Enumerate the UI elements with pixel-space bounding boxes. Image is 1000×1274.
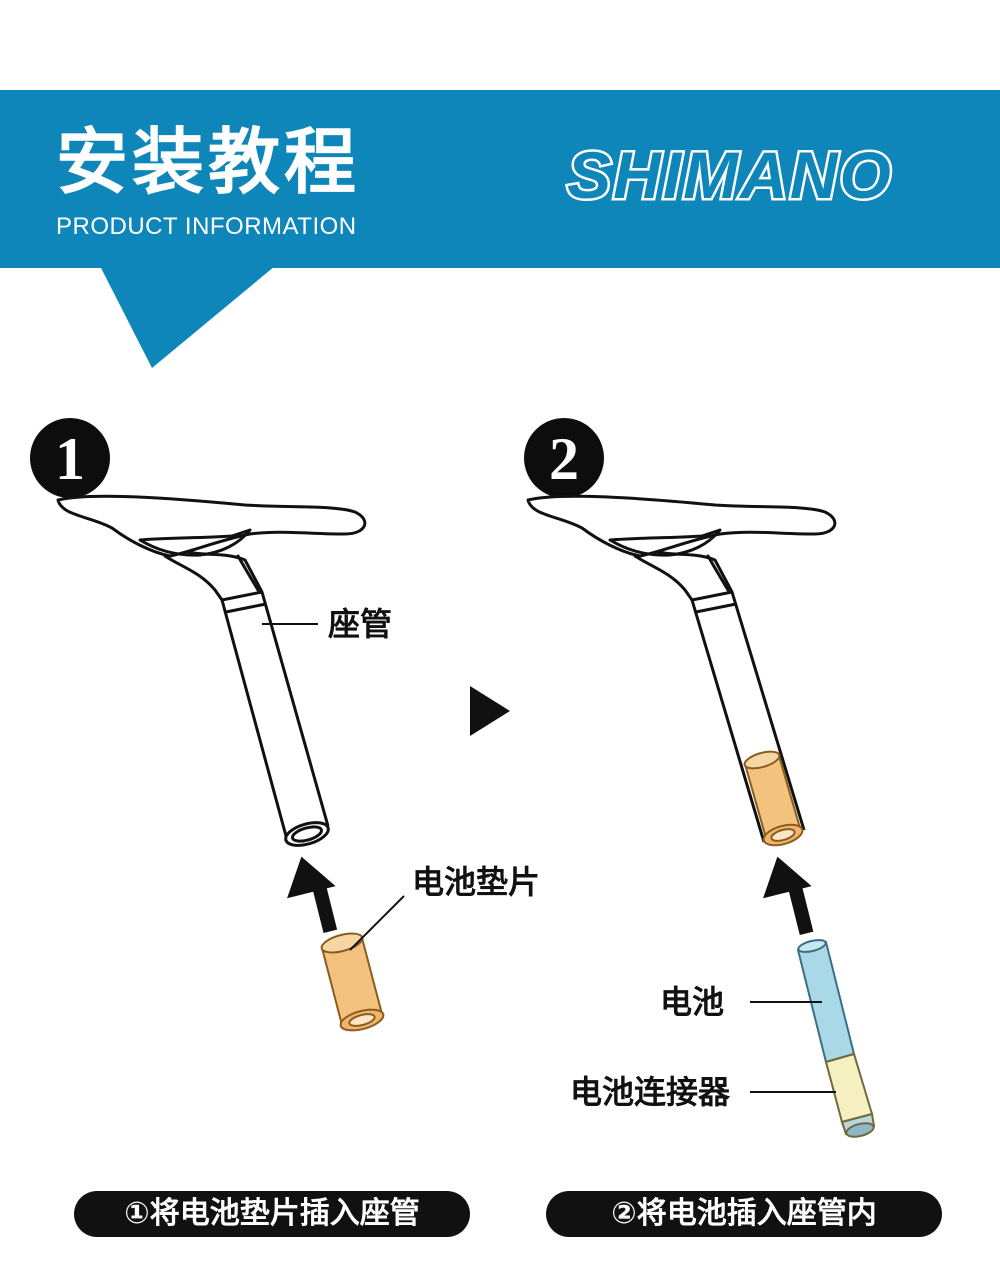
page-subtitle: PRODUCT INFORMATION [56,213,357,240]
brand-logo-text: SHIMANO [567,140,893,208]
arrow-up-icon [287,856,338,934]
spacer-leader [349,895,405,951]
step-2-seat [526,494,837,602]
step-1-caption: ①将电池垫片插入座管 [74,1191,470,1237]
play-triangle-icon [470,686,510,736]
step-2-battery [796,939,856,1064]
step-2-spacer-inside [743,750,804,847]
header-banner [0,90,1000,268]
label-battery-connector: 电池连接器 [570,1073,731,1111]
arrow-up-icon [763,856,814,936]
shimano-logo: SHIMANO [565,140,894,208]
step-1-battery-spacer [320,932,385,1032]
label-battery: 电池 [660,983,725,1021]
step-2-battery-connector [824,1052,876,1138]
step-1-seat [56,494,367,602]
step-2-seatpost [690,591,806,843]
step-1-badge: 1 [30,418,110,498]
step-2-badge: 2 [524,418,604,498]
label-battery-spacer: 电池垫片 [412,863,541,901]
step-2-caption: ②将电池插入座管内 [546,1191,942,1237]
step-1-seatpost [220,591,330,847]
label-seatpost: 座管 [328,605,393,643]
page-title: 安装教程 [56,120,361,204]
